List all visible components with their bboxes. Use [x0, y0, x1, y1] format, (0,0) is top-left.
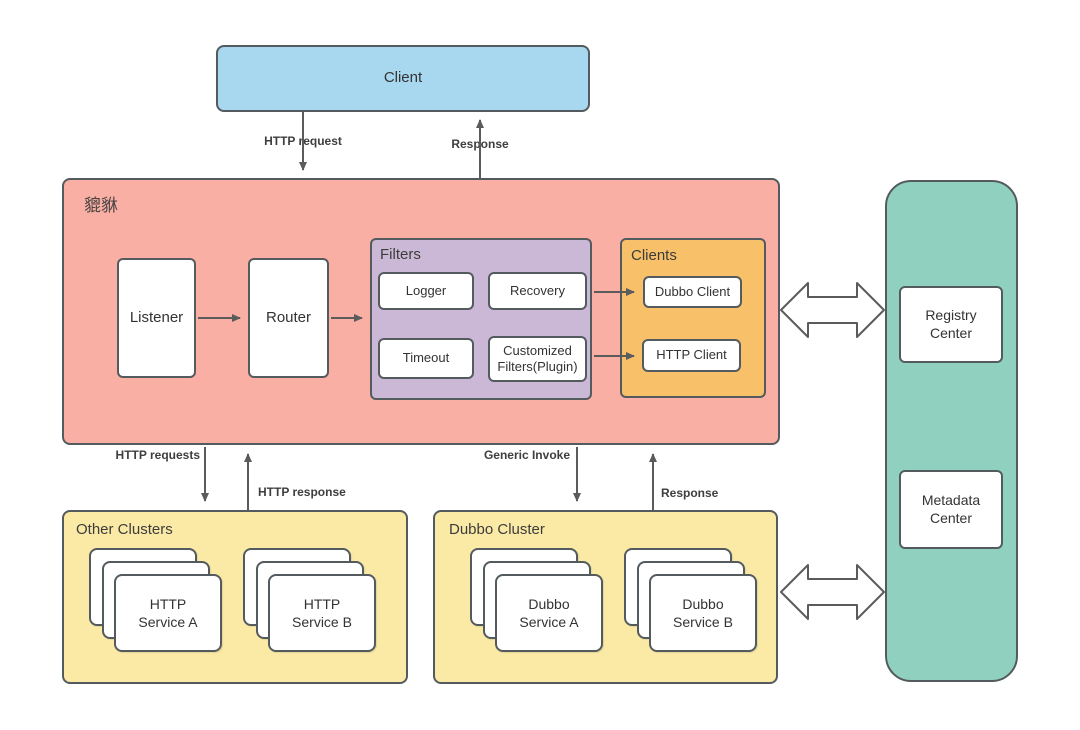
listener-node: Listener — [117, 258, 196, 378]
dubbo-cluster-title: Dubbo Cluster — [449, 521, 545, 538]
filter-customized-label: Customized Filters(Plugin) — [497, 342, 578, 374]
stack-card-front: Dubbo Service B — [649, 574, 757, 652]
http-service-a-stack: HTTP Service A — [89, 548, 223, 653]
generic-invoke-label: Generic Invoke — [483, 448, 570, 462]
filter-timeout-label: Timeout — [402, 350, 450, 366]
pixiu-label: 貔貅 — [84, 196, 118, 215]
dubbo-service-a-stack: Dubbo Service A — [470, 548, 604, 653]
router-label: Router — [265, 308, 312, 326]
stack-card-front: Dubbo Service A — [495, 574, 603, 652]
dubbo-client-label: Dubbo Client — [654, 283, 731, 299]
pixiu-registry-double-arrow — [780, 282, 885, 338]
filters-title: Filters — [380, 246, 421, 263]
http-service-b-stack: HTTP Service B — [243, 548, 377, 653]
registry-center-node: Registry Center — [899, 286, 1003, 363]
listener-label: Listener — [129, 308, 184, 326]
registry-panel — [885, 180, 1018, 682]
registry-center-label: Registry Center — [925, 307, 977, 341]
dubbo-service-a-label: Dubbo Service A — [519, 595, 579, 630]
client-node: Client — [216, 45, 590, 112]
dubbo-service-b-label: Dubbo Service B — [673, 595, 733, 630]
response-top-label: Response — [451, 137, 509, 151]
http-client-node: HTTP Client — [642, 339, 741, 372]
router-node: Router — [248, 258, 329, 378]
filter-logger-label: Logger — [405, 282, 447, 298]
cluster-registry-double-arrow — [780, 564, 885, 620]
http-response-label: HTTP response — [258, 485, 346, 499]
metadata-center-label: Metadata Center — [921, 492, 981, 526]
http-requests-label: HTTP requests — [115, 448, 200, 462]
http-request-label: HTTP request — [264, 134, 342, 148]
filter-recovery: Recovery — [488, 272, 587, 310]
stack-card-front: HTTP Service A — [114, 574, 222, 652]
filter-logger: Logger — [378, 272, 474, 310]
stack-card-front: HTTP Service B — [268, 574, 376, 652]
dubbo-client-node: Dubbo Client — [643, 276, 742, 308]
http-client-label: HTTP Client — [656, 347, 727, 363]
http-service-a-label: HTTP Service A — [138, 595, 198, 630]
filter-customized: Customized Filters(Plugin) — [488, 336, 587, 382]
filter-timeout: Timeout — [378, 338, 474, 379]
dubbo-service-b-stack: Dubbo Service B — [624, 548, 758, 653]
http-service-b-label: HTTP Service B — [292, 595, 352, 630]
clients-group — [620, 238, 766, 398]
other-clusters-title: Other Clusters — [76, 521, 173, 538]
filter-recovery-label: Recovery — [510, 282, 565, 298]
client-label: Client — [383, 69, 423, 87]
response-bottom-label: Response — [661, 486, 719, 500]
metadata-center-node: Metadata Center — [899, 470, 1003, 549]
clients-title: Clients — [631, 247, 677, 264]
